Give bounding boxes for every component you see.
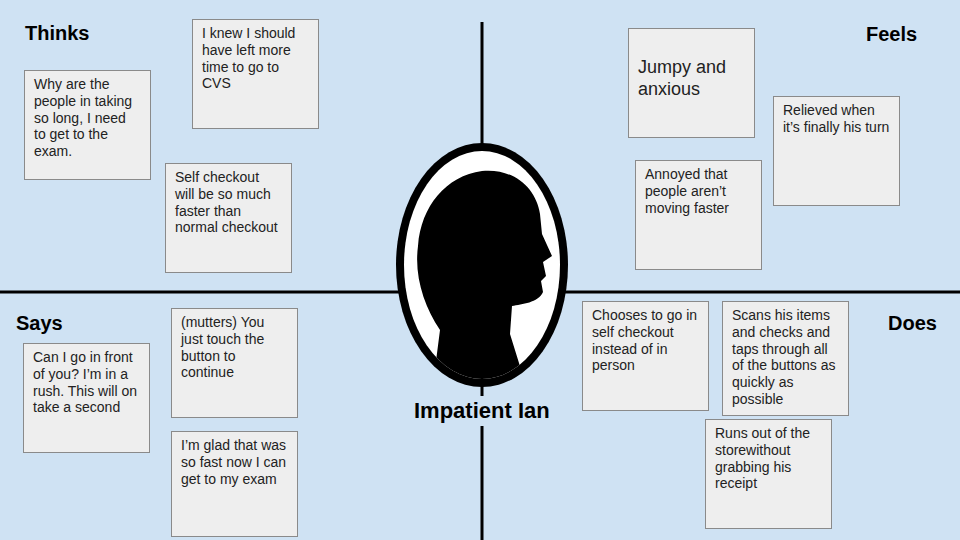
persona-name: Impatient Ian bbox=[411, 396, 553, 426]
sticky-note: Scans his items and checks and taps thro… bbox=[722, 301, 849, 416]
note-text: I’m glad that was so fast now I can get … bbox=[181, 437, 288, 487]
note-text: Runs out of the storewithout grabbing hi… bbox=[715, 425, 822, 492]
sticky-note: Jumpy and anxious bbox=[628, 28, 755, 138]
head-silhouette bbox=[417, 171, 552, 392]
sticky-note: Annoyed that people aren’t moving faster bbox=[635, 160, 762, 270]
sticky-note: Runs out of the storewithout grabbing hi… bbox=[705, 419, 832, 529]
quadrant-heading: Thinks bbox=[25, 22, 89, 45]
note-text: (mutters) You just touch the button to c… bbox=[181, 314, 288, 381]
sticky-note: Relieved when it’s finally his turn bbox=[773, 96, 900, 206]
quadrant-heading: Does bbox=[888, 312, 937, 335]
sticky-note: Can I go in front of you? I’m in a rush.… bbox=[23, 343, 150, 453]
note-text: Annoyed that people aren’t moving faster bbox=[645, 166, 752, 216]
note-text: Jumpy and anxious bbox=[638, 57, 745, 100]
sticky-note: (mutters) You just touch the button to c… bbox=[171, 308, 298, 418]
note-text: Chooses to go in self checkout instead o… bbox=[592, 307, 699, 374]
sticky-note: Why are the people in taking so long, I … bbox=[24, 70, 151, 180]
note-text: Relieved when it’s finally his turn bbox=[783, 102, 890, 136]
quadrant-heading: Says bbox=[16, 312, 63, 335]
sticky-note: I’m glad that was so fast now I can get … bbox=[171, 431, 298, 537]
note-text: Can I go in front of you? I’m in a rush.… bbox=[33, 349, 140, 416]
quadrant-heading: Feels bbox=[866, 23, 917, 46]
sticky-note: I knew I should have left more time to g… bbox=[192, 19, 319, 129]
note-text: I knew I should have left more time to g… bbox=[202, 25, 309, 92]
note-text: Why are the people in taking so long, I … bbox=[34, 76, 141, 160]
note-text: Scans his items and checks and taps thro… bbox=[732, 307, 839, 408]
sticky-note: Self checkout will be so much faster tha… bbox=[165, 163, 292, 273]
sticky-note: Chooses to go in self checkout instead o… bbox=[582, 301, 709, 411]
note-text: Self checkout will be so much faster tha… bbox=[175, 169, 282, 236]
